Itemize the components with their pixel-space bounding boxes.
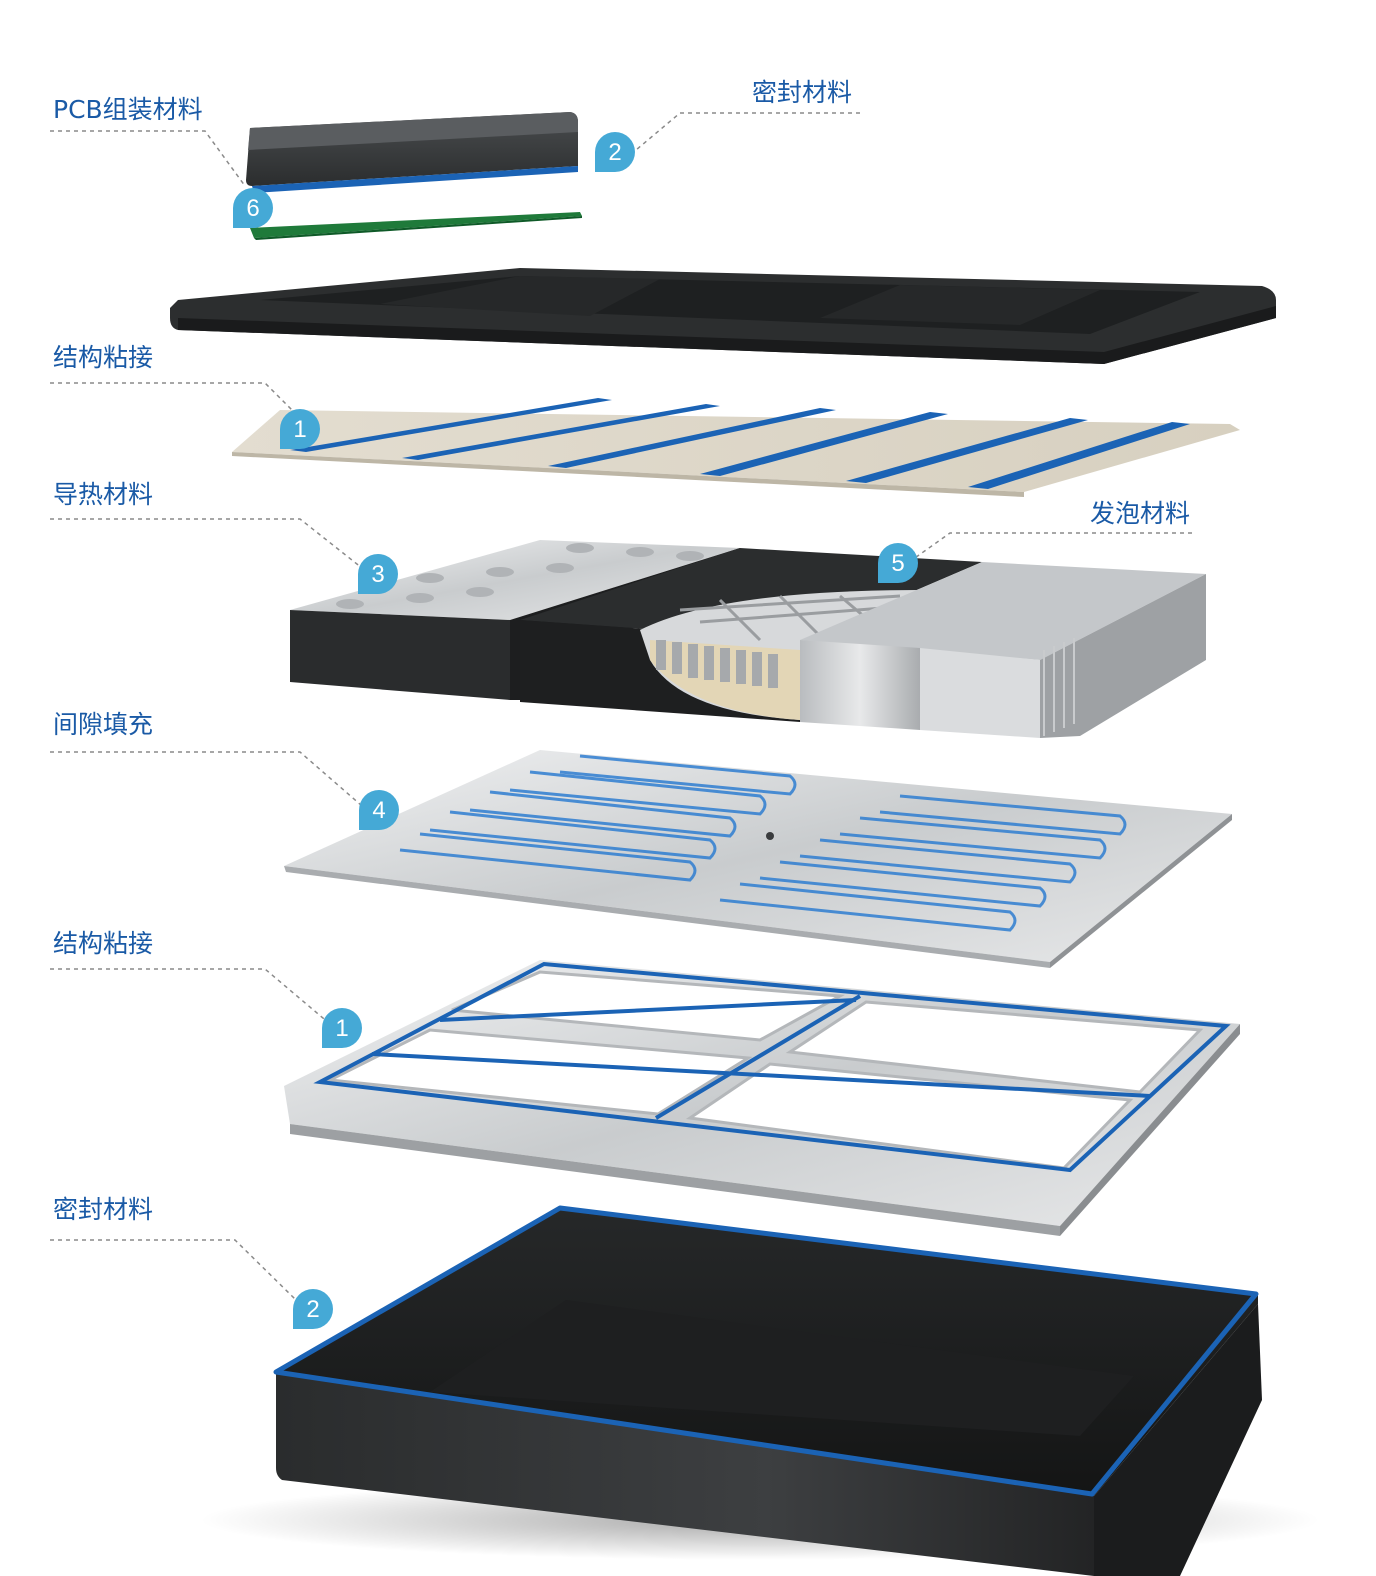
svg-text:2: 2 <box>306 1296 319 1323</box>
leader-lines <box>50 112 1192 1301</box>
svg-text:5: 5 <box>891 550 904 577</box>
label-seal-top: 密封材料 <box>752 78 853 107</box>
bottom-tray <box>273 1205 1262 1576</box>
badge-2-top: 2 <box>595 132 635 172</box>
label-structural-bond-bottom: 结构粘接 <box>53 929 154 958</box>
svg-text:6: 6 <box>246 195 259 222</box>
svg-text:4: 4 <box>372 797 385 824</box>
label-structural-bond-top: 结构粘接 <box>53 343 154 372</box>
badge-1-top: 1 <box>280 409 320 449</box>
label-gap-fill: 间隙填充 <box>53 710 154 739</box>
svg-text:3: 3 <box>371 561 384 588</box>
label-foam: 发泡材料 <box>1090 499 1191 528</box>
badge-4: 4 <box>359 790 399 830</box>
adhesive-sheet-layer <box>232 398 1240 497</box>
cooling-plate <box>284 750 1232 968</box>
badge-1-bottom: 1 <box>322 1008 362 1048</box>
svg-text:1: 1 <box>293 416 306 443</box>
battery-module-layer <box>290 540 1206 738</box>
label-thermal: 导热材料 <box>53 480 154 509</box>
label-pcb-assembly: PCB组装材料 <box>53 95 203 124</box>
badge-2-bottom: 2 <box>293 1289 333 1329</box>
top-lid <box>170 268 1276 364</box>
svg-text:1: 1 <box>335 1015 348 1042</box>
svg-text:2: 2 <box>608 139 621 166</box>
badge-5: 5 <box>878 543 918 583</box>
badge-6: 6 <box>233 188 273 228</box>
structural-frame <box>284 960 1240 1236</box>
label-seal-bottom: 密封材料 <box>53 1195 154 1224</box>
badge-3: 3 <box>358 554 398 594</box>
pcb-cover-module <box>246 112 582 240</box>
